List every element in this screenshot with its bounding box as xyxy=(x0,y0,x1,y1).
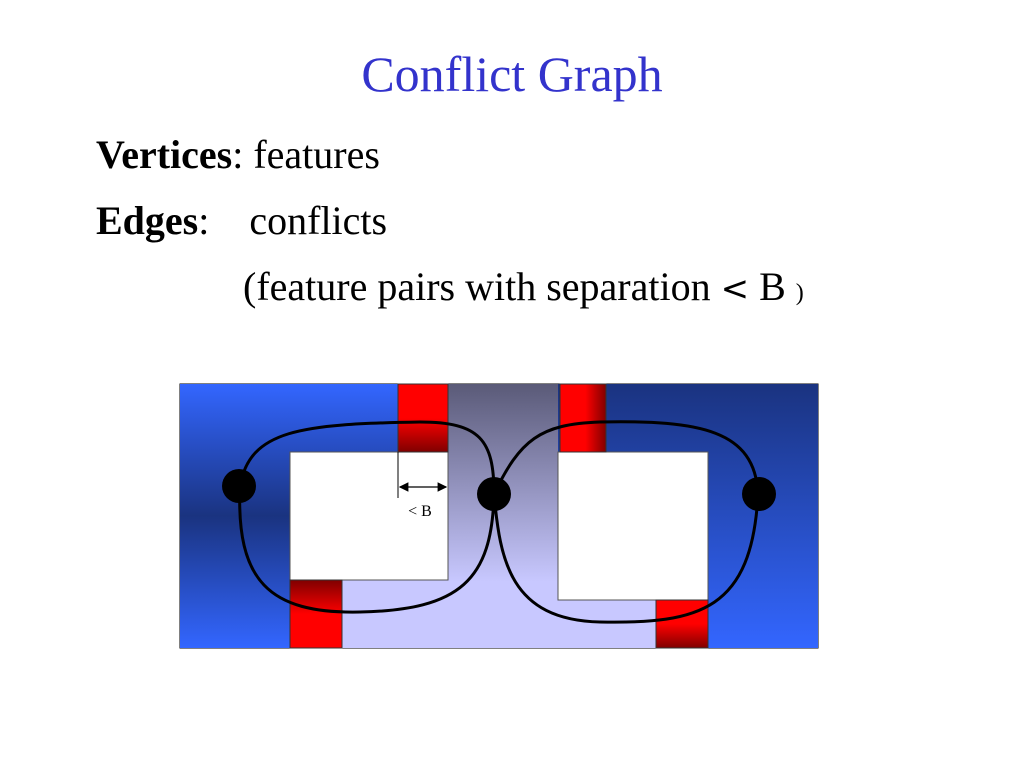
graph-vertex-right xyxy=(742,477,776,511)
edge-left-loop-top xyxy=(238,420,496,495)
graph-vertex-left xyxy=(222,469,256,503)
edge-left-loop-bottom xyxy=(238,485,496,614)
conflict-square-top-right xyxy=(559,383,607,453)
edges-label: Edges xyxy=(96,198,199,243)
edge-right-loop-bottom xyxy=(492,493,760,624)
less-than-symbol: < xyxy=(720,269,750,309)
edges-text: : conflicts xyxy=(198,198,388,243)
definition-line: (feature pairs with separation < B ) xyxy=(243,262,804,318)
edges-line: Edges: conflicts xyxy=(96,196,387,246)
separation-label: < B xyxy=(408,503,432,520)
edge-right-loop-top xyxy=(492,420,760,495)
right-feature-hole xyxy=(557,451,709,601)
vertices-text: : features xyxy=(232,132,380,177)
conflict-square-bottom-left xyxy=(289,579,343,649)
graph-vertex-center xyxy=(477,477,511,511)
left-feature-hole xyxy=(289,451,449,581)
vertices-line: Vertices: features xyxy=(96,130,380,180)
conflict-square-top-left xyxy=(397,383,449,453)
vertices-label: Vertices xyxy=(96,132,233,177)
definition-var: B xyxy=(749,264,796,309)
slide-title: Conflict Graph xyxy=(361,46,663,102)
definition-close: ) xyxy=(795,280,804,306)
conflict-square-bottom-right xyxy=(655,599,709,649)
definition-text: (feature pairs with separation xyxy=(243,264,721,309)
gap-region xyxy=(342,384,656,648)
